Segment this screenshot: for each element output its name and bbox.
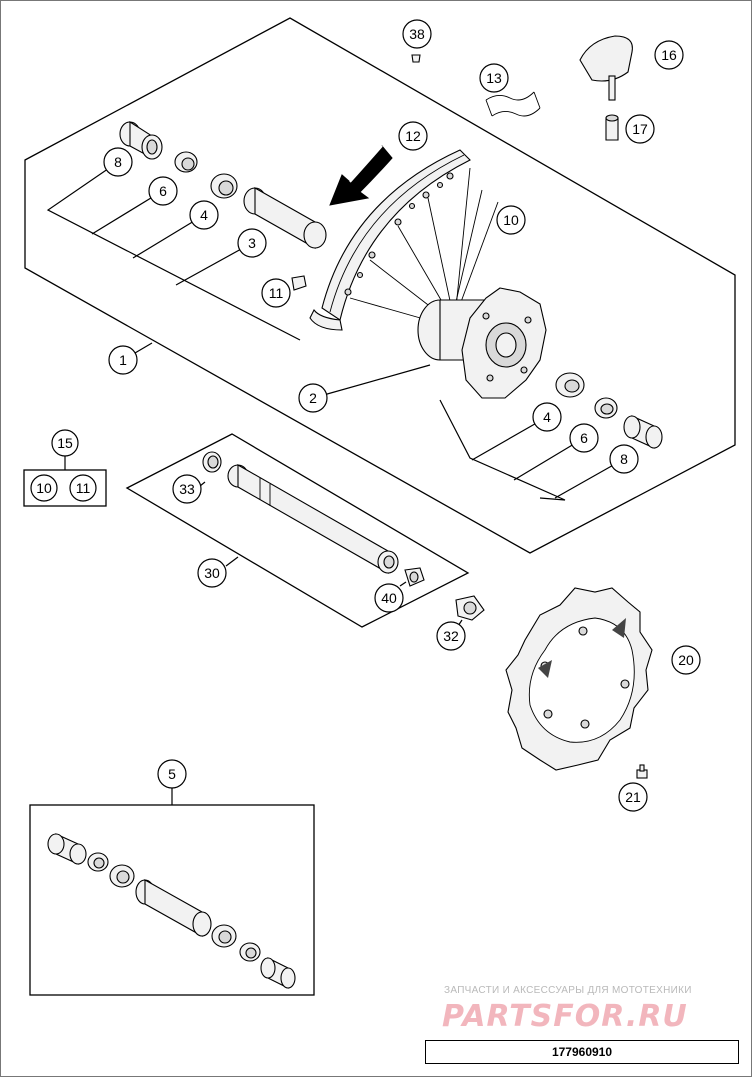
callout-3: 3 — [237, 228, 267, 258]
callout-11-top: 11 — [261, 278, 291, 308]
watermark-brand: PARTSFOR.RU — [442, 999, 688, 1034]
svg-text:32: 32 — [443, 628, 459, 644]
svg-text:10: 10 — [36, 480, 52, 496]
svg-text:8: 8 — [114, 154, 122, 170]
kit-spacer-right — [260, 957, 296, 989]
hub-with-brake-flange — [417, 287, 547, 399]
axle-assembly-frame — [125, 433, 470, 628]
callout-16: 16 — [654, 40, 684, 70]
callout-38: 38 — [402, 19, 432, 49]
axle-part-30 — [227, 464, 399, 574]
axle-nut-part-32 — [455, 595, 485, 621]
wheel-assembly-frame — [24, 17, 736, 554]
valve-cap-part-38 — [411, 54, 421, 63]
leader-right-bracket — [439, 399, 566, 501]
svg-text:16: 16 — [661, 47, 677, 63]
rim-lock-part-16 — [579, 35, 633, 101]
bearing-part-4-right — [555, 372, 585, 398]
callout-21: 21 — [618, 782, 648, 812]
svg-text:10: 10 — [503, 212, 519, 228]
kit-seal-right — [239, 942, 261, 962]
callout-10-kit: 10 — [30, 474, 58, 502]
svg-text:11: 11 — [76, 480, 91, 496]
svg-text:5: 5 — [168, 766, 176, 782]
kit-bearing-right — [211, 924, 237, 948]
nut-part-40 — [404, 567, 425, 587]
callout-8-right: 8 — [609, 444, 639, 474]
leader-30 — [225, 556, 239, 567]
brake-disc-part-20 — [505, 587, 653, 771]
valve-nipple-part-11 — [291, 275, 307, 291]
callout-12: 12 — [398, 121, 428, 151]
callout-40: 40 — [374, 583, 404, 613]
svg-text:3: 3 — [248, 235, 256, 251]
drawing-number: 177960910 — [425, 1040, 739, 1064]
rim-lock-nut-part-17 — [605, 114, 619, 141]
callout-4-right: 4 — [532, 402, 562, 432]
rim-tape-part-13 — [485, 91, 541, 117]
leader-8-left — [46, 161, 301, 341]
svg-text:21: 21 — [625, 789, 641, 805]
callout-13: 13 — [479, 63, 509, 93]
callout-1: 1 — [108, 345, 138, 375]
svg-text:38: 38 — [409, 26, 425, 42]
leader-2 — [312, 364, 431, 399]
kit-seal-left — [87, 852, 109, 872]
svg-text:13: 13 — [486, 70, 502, 86]
svg-text:40: 40 — [381, 590, 397, 606]
spacer-part-8-left — [119, 120, 163, 160]
svg-text:2: 2 — [309, 390, 317, 406]
seal-part-33 — [202, 451, 222, 473]
svg-text:17: 17 — [632, 121, 648, 137]
svg-text:4: 4 — [543, 409, 551, 425]
leader-40 — [399, 581, 407, 587]
callout-17: 17 — [625, 114, 655, 144]
callout-4-left: 4 — [189, 200, 219, 230]
callout-6-right: 6 — [569, 423, 599, 453]
spacer-tube-part-3 — [243, 187, 327, 249]
callout-30: 30 — [197, 558, 227, 588]
svg-text:15: 15 — [57, 435, 73, 451]
wheel-rim-part-2 — [309, 149, 471, 331]
rotation-arrow — [329, 145, 393, 206]
bearing-part-4-left — [210, 173, 238, 199]
spacer-part-8-right — [623, 415, 663, 449]
svg-text:33: 33 — [179, 481, 195, 497]
svg-text:11: 11 — [269, 285, 284, 301]
svg-text:6: 6 — [159, 183, 167, 199]
kit-spacer-left — [47, 833, 87, 865]
svg-text:8: 8 — [620, 451, 628, 467]
callout-2: 2 — [298, 383, 328, 413]
callout-5: 5 — [157, 759, 187, 789]
callout-33: 33 — [172, 474, 202, 504]
callout-10-top: 10 — [496, 205, 526, 235]
callout-8-left: 8 — [103, 147, 133, 177]
svg-text:20: 20 — [678, 652, 694, 668]
watermark-tagline: ЗАПЧАСТИ И АКСЕССУАРЫ ДЛЯ МОТОТЕХНИКИ — [444, 985, 692, 996]
svg-text:6: 6 — [580, 430, 588, 446]
callout-20: 20 — [671, 645, 701, 675]
svg-text:30: 30 — [204, 565, 220, 581]
bolt-part-21 — [636, 764, 648, 779]
svg-text:1: 1 — [119, 352, 127, 368]
seal-part-6-right — [594, 397, 618, 419]
callout-15: 15 — [51, 429, 79, 457]
callout-6-left: 6 — [148, 176, 178, 206]
kit-bearing-left — [109, 864, 135, 888]
svg-text:4: 4 — [200, 207, 208, 223]
svg-text:12: 12 — [405, 128, 421, 144]
kit-spacer-tube — [135, 879, 212, 937]
callout-32: 32 — [436, 621, 466, 651]
seal-part-6-left — [174, 151, 198, 173]
callout-11-kit: 11 — [69, 474, 97, 502]
